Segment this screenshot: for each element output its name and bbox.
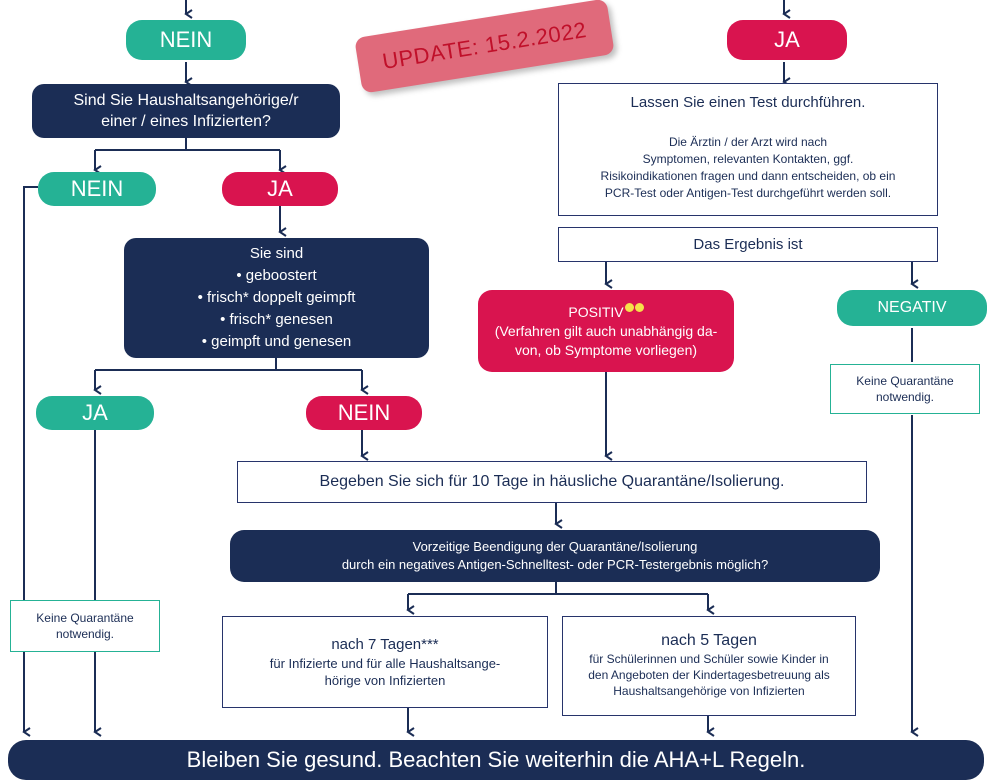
after-5-days-node: nach 5 Tagen für Schülerinnen und Schüle… (562, 616, 856, 716)
result-label: Das Ergebnis ist (693, 236, 803, 253)
immunity-status-item: • geimpft und genesen (201, 333, 352, 350)
immunity-status-node: Sie sind • geboostert • frisch* doppelt … (124, 238, 429, 358)
left-no-quarantine-node: Keine Quarantäne notwendig. (10, 600, 160, 652)
footer-text: Bleiben Sie gesund. Beachten Sie weiterh… (186, 747, 806, 772)
household-ja-label: JA (267, 176, 293, 201)
immunity-status-item: • frisch* doppelt geimpft (197, 289, 356, 306)
household-question-line1: Sind Sie Haushaltsangehörige/r (73, 92, 299, 109)
test-box-detail-line: Die Ärztin / der Arzt wird nach (668, 134, 828, 149)
after-7-days-title: nach 7 Tagen*** (331, 635, 439, 653)
quarantine-label: Begeben Sie sich für 10 Tage in häuslich… (319, 473, 785, 490)
left-no-quarantine-line2: notwendig. (55, 627, 115, 641)
early-end-line: Vorzeitige Beendigung der Quarantäne/Iso… (412, 539, 698, 554)
status-nein-label: NEIN (337, 400, 391, 425)
warning-dot-icon (634, 302, 644, 312)
household-nein-node: NEIN (38, 172, 156, 206)
warning-dot-icon (624, 302, 634, 312)
early-end-node: Vorzeitige Beendigung der Quarantäne/Iso… (230, 530, 880, 582)
result-node: Das Ergebnis ist (558, 227, 938, 262)
immunity-status-item: • geboostert (236, 267, 317, 284)
after-5-days-detail: für Schülerinnen und Schüler sowie Kinde… (589, 652, 829, 666)
status-ja-label: JA (82, 400, 108, 425)
quarantine-node: Begeben Sie sich für 10 Tage in häuslich… (237, 461, 867, 503)
nein-top-label: NEIN (159, 27, 213, 52)
household-question-line2: einer / eines Infizierten? (101, 113, 271, 130)
left-no-quarantine-line1: Keine Quarantäne (36, 611, 134, 625)
footer-banner: Bleiben Sie gesund. Beachten Sie weiterh… (8, 740, 984, 780)
nein-top-node: NEIN (126, 20, 246, 60)
after-7-days-node: nach 7 Tagen*** für Infizierte und für a… (222, 616, 548, 708)
after-7-days-detail: hörige von Infizierten (324, 672, 446, 688)
test-box-detail-line: Risikoindikationen fragen und dann entsc… (600, 168, 896, 183)
right-no-quarantine-node: Keine Quarantäne notwendig. (830, 364, 980, 414)
positiv-note-line: (Verfahren gilt auch unabhängig da- (494, 322, 718, 339)
household-nein-label: NEIN (70, 176, 124, 201)
immunity-status-item: • frisch* genesen (220, 311, 333, 328)
household-question-node: Sind Sie Haushaltsangehörige/r einer / e… (32, 84, 340, 138)
positiv-note-line: von, ob Symptome vorliegen) (514, 341, 698, 358)
test-box-detail-line: Symptomen, relevanten Kontakten, ggf. (642, 151, 854, 166)
early-end-line: durch ein negatives Antigen-Schnelltest-… (341, 557, 769, 572)
test-box-title: Lassen Sie einen Test durchführen. (630, 93, 866, 111)
right-no-quarantine-line1: Keine Quarantäne (856, 374, 954, 388)
positiv-label: POSITIV (568, 303, 624, 320)
positiv-node: POSITIV (Verfahren gilt auch unabhängig … (478, 290, 734, 372)
immunity-status-intro: Sie sind (249, 245, 304, 262)
right-no-quarantine-line2: notwendig. (875, 390, 935, 404)
status-ja-node: JA (36, 396, 154, 430)
test-box-detail-line: PCR-Test oder Antigen-Test durchgeführt … (604, 185, 892, 200)
ja-top-label: JA (774, 27, 800, 52)
negativ-node: NEGATIV (837, 290, 987, 326)
after-5-days-title: nach 5 Tagen (661, 632, 757, 649)
negativ-label: NEGATIV (877, 299, 947, 316)
after-7-days-detail: für Infizierte und für alle Haushaltsang… (269, 655, 501, 671)
household-ja-node: JA (222, 172, 338, 206)
status-nein-node: NEIN (306, 396, 422, 430)
test-box-detail-node: Die Ärztin / der Arzt wird nach Symptome… (558, 120, 938, 216)
after-5-days-detail: den Angeboten der Kindertagesbetreuung a… (588, 668, 830, 682)
ja-top-node: JA (727, 20, 847, 60)
after-5-days-detail: Haushaltsangehörige von Infizierten (613, 684, 805, 698)
test-box-title-node: Lassen Sie einen Test durchführen. (558, 83, 938, 121)
